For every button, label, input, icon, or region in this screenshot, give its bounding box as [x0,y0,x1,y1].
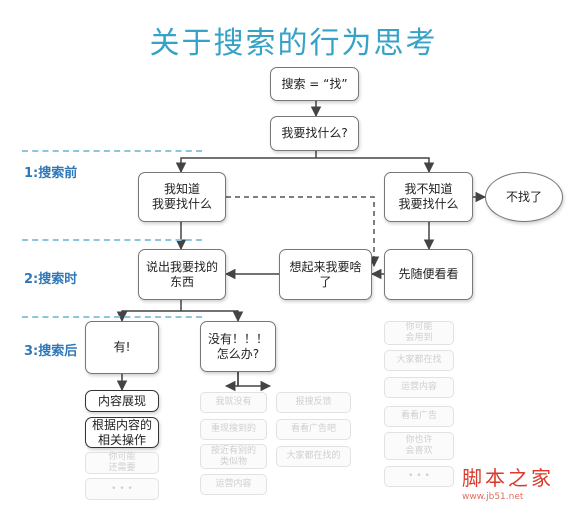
node-say-out: 说出我要找的 东西 [138,249,226,300]
node-give-up: 不找了 [485,172,563,222]
stage-label-during: 2:搜索时 [24,272,78,287]
faint-browse-5: 你也许 会喜欢 [384,432,454,460]
faint-browse-2: 大家都在找 [384,350,454,371]
node-recall: 想起来我要啥 了 [279,249,372,300]
faint-have-item-1: 你可能 还需要 [85,452,159,474]
stage-divider-1 [22,150,202,152]
faint-none-right-1: 报搜反馈 [276,392,351,413]
faint-have-item-2: • • • [85,478,159,500]
faint-none-left-4: 运营内容 [200,474,267,495]
faint-none-right-2: 看看广告吧 [276,419,351,440]
faint-none-left-1: 我就没有 [200,392,267,413]
arrow-to-none [181,310,244,323]
faint-browse-4: 看看广告 [384,406,454,427]
arrow-none-left [224,372,239,392]
node-none: 没有！！！ 怎么办? [200,321,276,372]
node-related-ops: 根据内容的 相关操作 [85,417,159,448]
stage-label-after: 3:搜索后 [24,344,78,359]
diagram-title: 关于搜索的行为思考 [149,26,438,61]
node-browse: 先随便看看 [384,249,473,300]
faint-browse-1: 你可能 会用到 [384,321,454,345]
faint-none-left-2: 重现搜到的 [200,419,267,440]
stage-divider-3 [22,316,202,318]
faint-none-right-3: 大家都在找的 [276,446,351,467]
stage-divider-2 [22,239,202,241]
dashed-know-link [226,196,380,268]
arrow-to-not-know [316,157,435,174]
stage-label-before: 1:搜索前 [24,166,78,181]
watermark-logo: 脚本之家 [462,466,554,490]
node-have: 有! [85,321,159,374]
node-content-show: 内容展现 [85,390,159,412]
node-what-to-find: 我要找什么? [270,116,359,151]
faint-none-left-3: 按近有别的 类似物 [200,444,267,469]
node-not-know: 我不知道 我要找什么 [384,172,473,222]
faint-browse-6: • • • [384,466,454,487]
watermark-url: www.jb51.net [462,492,524,502]
node-know: 我知道 我要找什么 [138,172,226,222]
arrow-to-know [175,157,316,174]
node-search-is-find: 搜索 = “找” [270,67,359,101]
faint-browse-3: 运营内容 [384,377,454,398]
arrow-none-right [237,372,272,392]
